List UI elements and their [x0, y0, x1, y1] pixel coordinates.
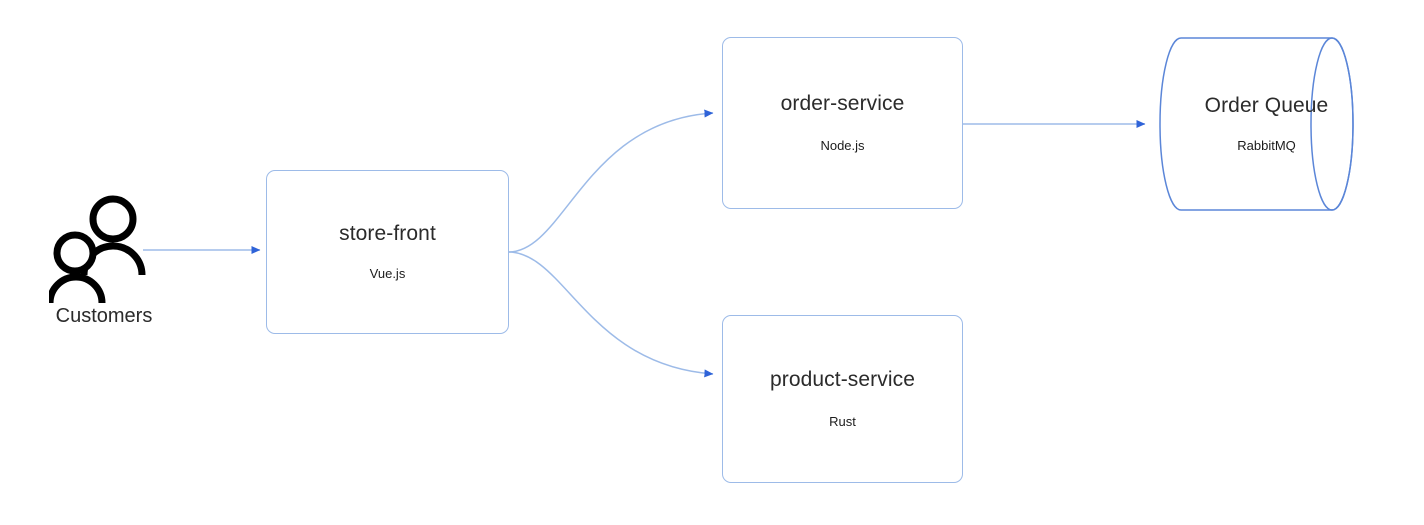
node-store-front-subtitle: Vue.js: [369, 266, 406, 282]
node-order-queue[interactable]: Order Queue RabbitMQ: [1159, 34, 1374, 214]
node-product-service-title: product-service: [769, 368, 916, 392]
actor-customers-label: Customers: [55, 305, 153, 327]
node-order-service-subtitle: Node.js: [820, 138, 865, 154]
cylinder-shape: [1159, 37, 1354, 211]
node-order-service-title: order-service: [780, 92, 905, 116]
node-store-front-title: store-front: [339, 222, 436, 246]
edge-store-front-to-product-service: [508, 251, 714, 378]
node-product-service[interactable]: product-service Rust: [722, 315, 963, 483]
edge-store-front-to-order-service: [508, 109, 714, 253]
node-product-service-subtitle: Rust: [829, 414, 856, 430]
node-store-front[interactable]: store-front Vue.js: [266, 170, 509, 334]
node-order-service[interactable]: order-service Node.js: [722, 37, 963, 209]
users-icon: [49, 195, 146, 303]
actor-customers[interactable]: Customers: [40, 195, 168, 327]
